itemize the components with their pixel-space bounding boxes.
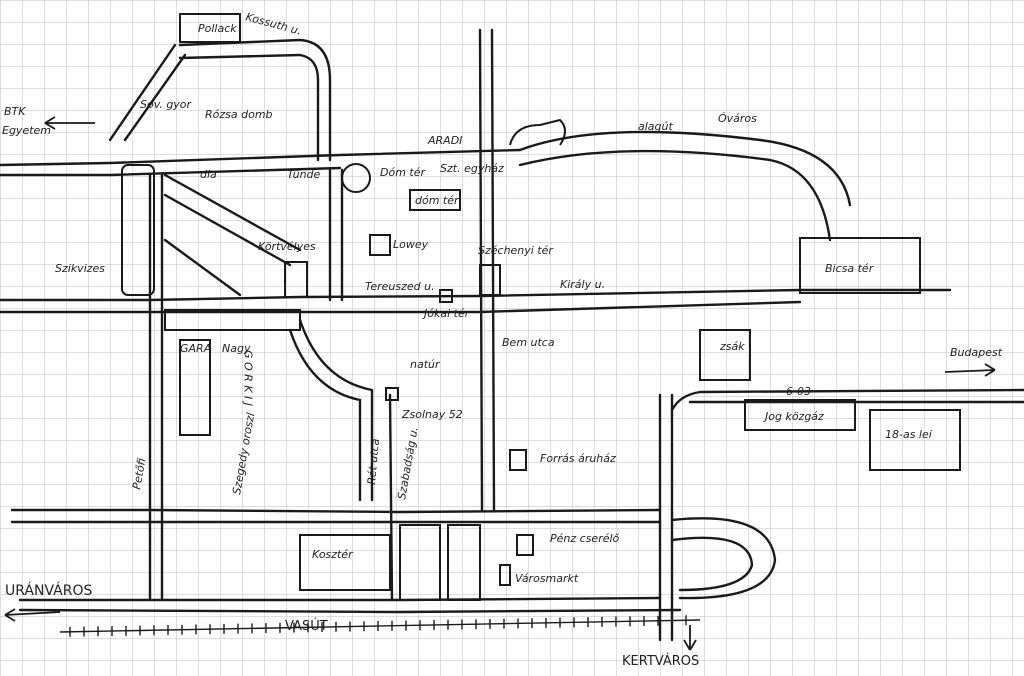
road-lines — [0, 28, 1024, 642]
label-b-03: 6-03 — [786, 385, 811, 398]
label-petofi: Petőfi — [130, 456, 148, 490]
label-jokai-ter: Jókai tér — [422, 307, 471, 320]
label-szechenyi-egyhaz: Szt. egyház — [440, 162, 504, 175]
label-natur: natúr — [410, 358, 441, 371]
label-budapest: Budapest — [950, 346, 1003, 359]
label-rozsa-domb: Rózsa domb — [205, 108, 273, 121]
label-varos: Városmarkt — [515, 572, 579, 585]
railway — [59, 615, 701, 637]
label-egyetem: Egyetem — [2, 124, 51, 137]
label-jog-kozgaz: Jog közgáz — [763, 410, 824, 423]
label-penz-csere: Pénz cserélő — [550, 532, 620, 545]
label-sov-gyor: Sov. gyor — [140, 98, 193, 111]
label-dia: dia — [200, 168, 217, 181]
label-koszter: Kosztér — [312, 548, 354, 561]
label-lowey: Lowey — [393, 238, 429, 251]
arrows — [4, 116, 996, 651]
label-szechenyi-ter: Széchenyi tér — [478, 244, 554, 257]
label-kortvelyes: Körtvélyes — [258, 240, 316, 253]
label-gara: GARA — [180, 342, 211, 355]
label-pollack: Pollack — [198, 22, 237, 35]
label-18-as-lei: 18-as lei — [885, 428, 932, 441]
label-ovaros: Óváros — [718, 112, 757, 125]
label-dom-ter: Dóm tér — [380, 166, 426, 179]
blocks — [121, 13, 961, 601]
label-dom-ter-2: dóm tér — [415, 194, 460, 207]
label-kiraly: Király u. — [560, 278, 605, 291]
label-alagut: alagút — [638, 120, 673, 133]
label-ret-utca: Rét utca — [365, 438, 382, 486]
label-forras: Forrás áruház — [540, 452, 616, 465]
label-tereuszed: Tereuszed u. — [365, 280, 435, 293]
label-gorkij: G O R K I J — [242, 350, 255, 406]
label-szikvizes: Szikvizes — [55, 262, 105, 275]
label-tunde: Tünde — [287, 168, 321, 181]
label-kertvaros: KERTVÁROS — [622, 653, 699, 669]
label-vasut: VASÚT — [285, 618, 328, 634]
label-zsak: zsák — [719, 340, 745, 353]
label-uranvaros: URÁNVÁROS — [5, 582, 92, 599]
label-aradi: ARADI — [427, 134, 462, 147]
label-bem-utca: Bem utca — [502, 336, 555, 349]
label-bicsa-ter: Bicsa tér — [825, 262, 875, 275]
label-zsolnay: Zsolnay 52 — [401, 408, 463, 421]
label-btk: BTK — [4, 105, 26, 118]
label-nagy: Nagy — [222, 342, 251, 355]
